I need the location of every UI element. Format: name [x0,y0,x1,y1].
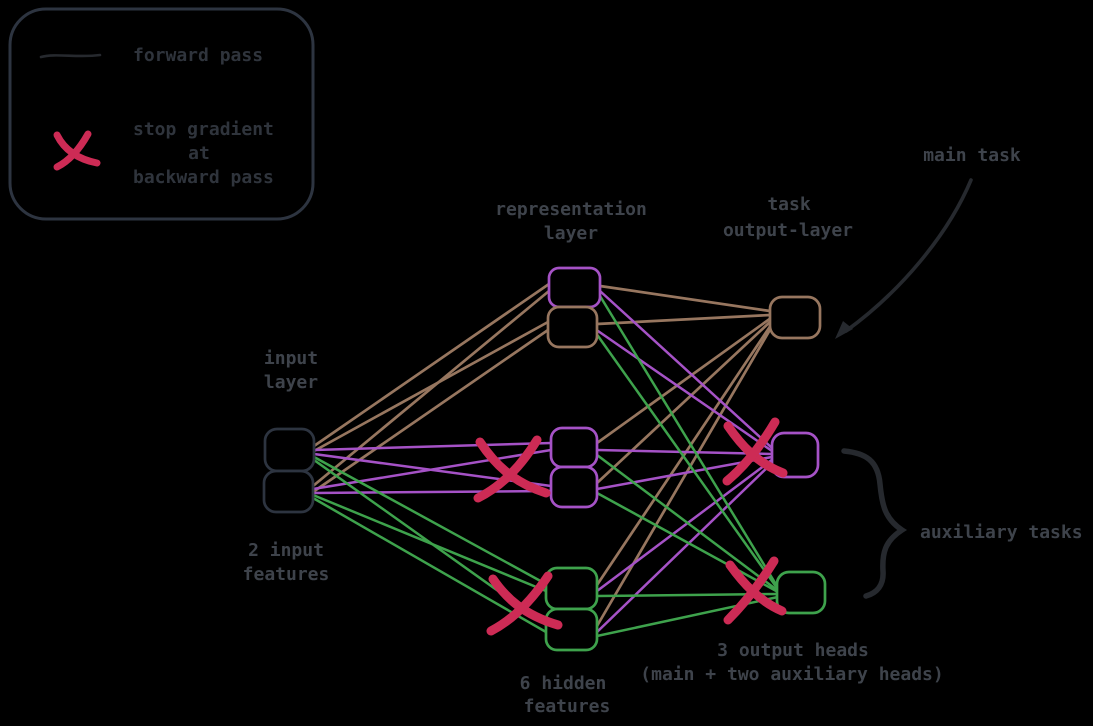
stop-gradient-x-icon [53,130,101,171]
main-task-arrow [835,178,973,339]
output-heads-label-line1: 3 output heads [717,640,869,661]
hidden-features-label-line1: 6 hidden [520,673,607,694]
aux-task-1-head-node [770,431,820,479]
input-layer-nodes [262,427,316,514]
representation-layer-label-line1: representation [495,199,647,220]
legend-stop-gradient-label-line2: at [188,143,210,164]
task-output-layer-label-line2: output-layer [723,220,853,241]
edges-hidden-to-aux2-head [595,294,780,638]
hidden-node-3 [549,426,599,469]
input-node-2 [262,469,315,514]
hidden-node-4 [549,465,599,509]
stop-gradient-x-aux1-hidden [473,435,551,503]
input-layer-label-line1: input [264,348,318,369]
hidden-node-1-hatched [547,266,602,309]
edges-input-to-main-hidden [311,282,551,494]
auxiliary-tasks-brace [841,448,908,599]
stop-gradient-x-aux2-head [723,556,787,625]
hidden-node-6 [544,607,599,652]
stop-gradient-x-aux2-hidden [486,571,563,636]
representation-layer-label-line2: layer [544,223,598,244]
legend-stop-gradient-label-line1: stop gradient [133,119,274,140]
task-output-layer-label-line1: task [767,194,811,215]
edges-hidden-to-aux1-head [595,289,775,634]
legend: forward pass stop gradient at backward p… [8,7,315,221]
aux-task-2-head-node [775,570,827,615]
forward-pass-line-icon [39,53,102,59]
auxiliary-tasks-label: auxiliary tasks [920,522,1083,543]
input-features-label-line2: features [243,564,330,585]
hidden-layer-nodes [544,266,602,652]
stop-gradient-x-aux1-head [722,417,788,486]
legend-box [8,7,315,221]
legend-forward-pass-label: forward pass [133,45,263,66]
input-layer-label-line2: layer [264,372,318,393]
hidden-node-5 [544,566,599,611]
output-head-nodes [768,295,827,615]
input-node-1 [263,427,316,473]
edges-hidden-to-main-head [595,284,773,628]
input-features-label-line1: 2 input [248,540,324,561]
output-heads-label-line2: (main + two auxiliary heads) [640,664,943,685]
legend-stop-gradient-label-line3: backward pass [133,167,274,188]
diagram-labels: representation layer task output-layer m… [243,145,1083,717]
main-task-head-node [768,295,822,340]
main-task-label: main task [923,145,1021,166]
hidden-features-label-line2: features [524,696,611,717]
hidden-node-2 [546,305,599,349]
